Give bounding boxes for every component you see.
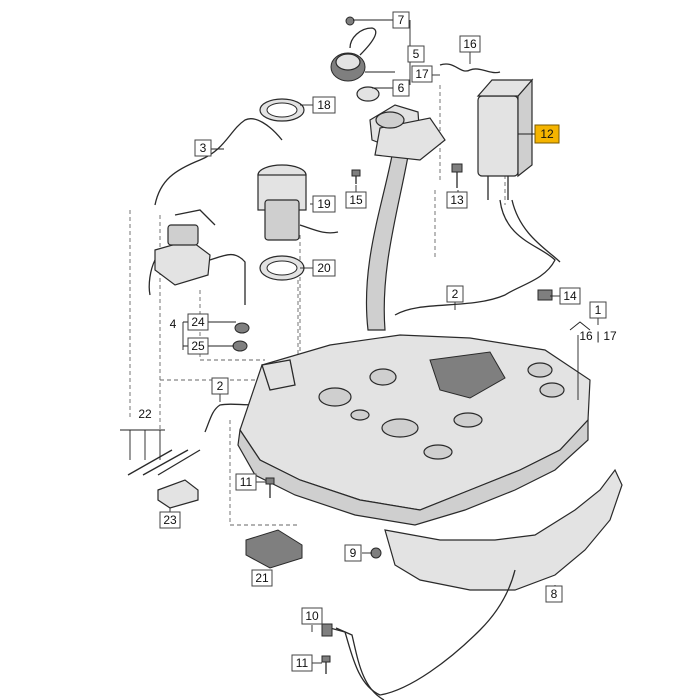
nut-9 [370,547,382,559]
callout-21: 21 [251,569,273,587]
svg-text:19: 19 [317,197,331,211]
callout-14: 14 [559,287,581,305]
svg-text:|: | [596,329,599,343]
callout-2-left: 2 [211,377,229,395]
svg-text:5: 5 [413,47,420,61]
callout-labels: 1 2 2 3 4 5 6 7 8 9 10 11 11 12 13 14 15… [138,11,617,672]
svg-text:20: 20 [317,261,331,275]
callout-11-lower: 11 [291,654,313,672]
svg-text:21: 21 [255,571,269,585]
svg-text:7: 7 [398,13,405,27]
bolt-15 [351,169,361,184]
carbon-canister [476,78,534,200]
svg-text:11: 11 [240,475,253,489]
callout-3: 3 [194,139,212,157]
filler-neck [365,104,446,331]
svg-text:4: 4 [170,317,177,331]
svg-text:17: 17 [415,67,429,81]
callout-22: 22 [138,407,152,421]
svg-text:16: 16 [579,329,593,343]
connector-21 [245,529,303,569]
callout-11-upper: 11 [235,473,257,491]
svg-text:1: 1 [595,303,602,317]
callout-6: 6 [392,79,410,97]
pipe-3 [154,118,283,206]
svg-text:2: 2 [452,287,459,301]
callout-12: 12 [534,124,560,144]
wire-16 [439,63,501,74]
pump-control-unit [148,209,246,305]
svg-text:18: 18 [317,98,331,112]
callout-16-17-group: 16 | 17 [579,329,617,343]
svg-text:24: 24 [191,315,205,329]
callout-2-top: 2 [446,285,464,303]
svg-text:11: 11 [296,656,309,670]
callout-1: 1 [589,301,607,319]
filler-cap [330,27,377,82]
rivet-7 [345,16,355,26]
callout-19: 19 [312,195,336,213]
heat-shield [384,468,623,591]
clip-10 [321,623,333,637]
svg-text:12: 12 [540,127,554,141]
callout-18: 18 [312,96,336,114]
callout-4: 4 [170,317,177,331]
svg-text:8: 8 [551,587,558,601]
fuel-pump-unit [257,164,339,241]
brake-line [329,569,516,696]
callout-24: 24 [187,313,209,331]
callout-25: 25 [187,337,209,355]
wiring-harness-22 [127,449,201,476]
connector-23 [157,479,199,509]
callout-7: 7 [392,11,410,29]
vent-pipe [394,199,556,316]
svg-text:23: 23 [163,513,177,527]
callout-8: 8 [545,585,563,603]
bolt-13 [451,163,463,188]
callout-23: 23 [159,511,181,529]
svg-text:25: 25 [191,339,205,353]
seal-ring-6 [356,86,380,102]
callout-16-top: 16 [459,35,481,53]
clip-14 [537,289,553,301]
svg-text:9: 9 [350,546,357,560]
svg-text:22: 22 [138,407,152,421]
svg-text:14: 14 [563,289,577,303]
svg-text:3: 3 [200,141,207,155]
svg-text:2: 2 [217,379,224,393]
gasket-24 [234,322,250,334]
callout-13: 13 [446,191,468,209]
callout-15: 15 [345,191,367,209]
callout-20: 20 [312,259,336,277]
callout-5: 5 [407,45,425,63]
svg-text:15: 15 [349,193,363,207]
svg-text:10: 10 [305,609,319,623]
callout-10: 10 [301,607,323,625]
svg-text:16: 16 [463,37,477,51]
svg-text:13: 13 [450,193,464,207]
callout-9: 9 [344,544,362,562]
bolt-11-upper [265,477,275,498]
callout-17-top: 17 [411,65,433,83]
svg-text:17: 17 [603,329,617,343]
svg-text:6: 6 [398,81,405,95]
gasket-25 [232,340,248,352]
fuel-tank [237,334,591,526]
bolt-11-lower [321,655,331,674]
